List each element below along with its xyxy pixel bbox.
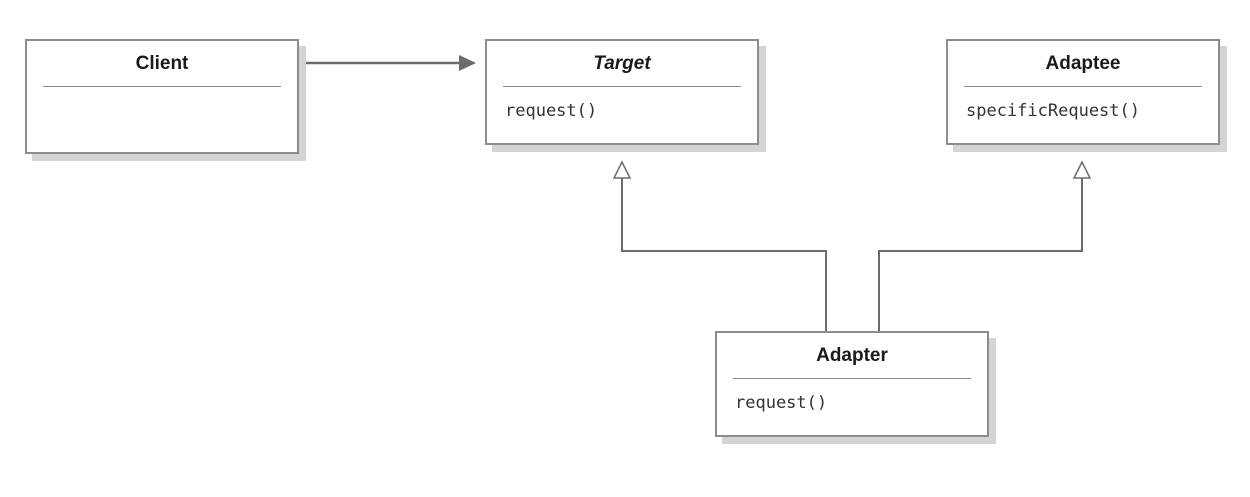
generalization-line-adaptee	[878, 178, 1083, 332]
generalization-triangle-adaptee	[1072, 160, 1092, 179]
adapter-class-name: Adapter	[816, 345, 888, 366]
adapter-class-divider	[733, 378, 971, 379]
association-arrowhead	[459, 55, 476, 71]
generalization-line-target	[621, 178, 827, 332]
client-class-name: Client	[135, 53, 189, 74]
client-class-divider	[43, 86, 281, 87]
generalization-triangle-target	[612, 160, 632, 179]
adaptee-class-box[interactable]: Adaptee specificRequest()	[946, 39, 1220, 145]
adaptee-operation-specific-request: specificRequest()	[966, 101, 1140, 121]
target-class-divider	[503, 86, 741, 87]
adapter-class-box[interactable]: Adapter request()	[715, 331, 989, 437]
target-class-box[interactable]: Target request()	[485, 39, 759, 145]
adaptee-class-name: Adaptee	[1045, 53, 1121, 74]
adapter-operation-request: request()	[735, 393, 828, 413]
target-operation-request: request()	[505, 101, 598, 121]
target-class-name: Target	[593, 53, 651, 74]
client-class-box[interactable]: Client	[25, 39, 299, 154]
adaptee-class-divider	[964, 86, 1202, 87]
